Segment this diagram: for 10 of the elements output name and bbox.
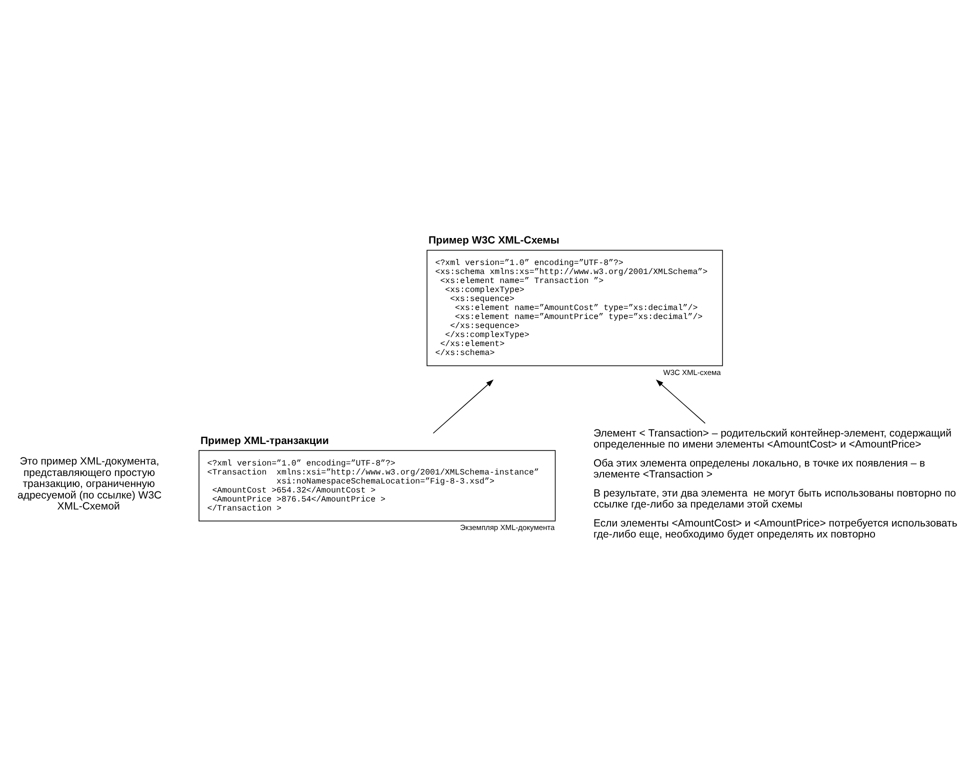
node-label: Пример XML-транзакции (200, 434, 329, 446)
arrow (432, 379, 494, 434)
label: Это пример XML-документа, представляющего простую транзакцию, ограниченную адресуемой (по ссылке) W3C XML-Схемой (18, 455, 162, 512)
node-label: Экземпляр XML-документа (460, 522, 555, 532)
node-text: Элемент < Transaction> – родительский контейнер-элемент, содержащий определенные по имени элементы <AmountCost> и <AmountPrice> Оба этих элемента определены локально, в точке их появления – в элементе <Transaction > В результате, эти два элемента не могут быть использованы повторно по ссылке где-либо за пределами этой схемы Если элементы <AmountCost> и <AmountPrice> потребуется использовать где-либо еще, необходимо будет определять их повторно (594, 426, 958, 540)
node-box: <?xml version=”1.0” encoding=”UTF-8”?> <Transaction xmlns:xsi=”http://www.w3.org/2001/XMLSchema-instance” xsi:noNamespaceSchemaLocation=”Fig-8-3.xsd”> <AmountCost >654.32</AmountCost > <AmountPrice >876.54</AmountPrice > </Transaction > (198, 450, 556, 521)
arrow (656, 379, 706, 424)
node-label: Пример W3C XML-Схемы (428, 234, 560, 246)
node-box: <?xml version=”1.0” encoding=”UTF-8”?> <xs:schema xmlns:xs=”http://www.w3.org/2001/XMLSchema”> <xs:element name=” Transaction ”> <xs:complexType> <xs:sequence> <xs:element name=”AmountCost” type=”xs:decimal”/> <xs:element name=”AmountPrice” type=”xs:decimal”/> </xs:sequence> </xs:complexType> </xs:element> </xs:schema> (426, 249, 723, 366)
node-label: W3C XML-схема (663, 367, 721, 376)
